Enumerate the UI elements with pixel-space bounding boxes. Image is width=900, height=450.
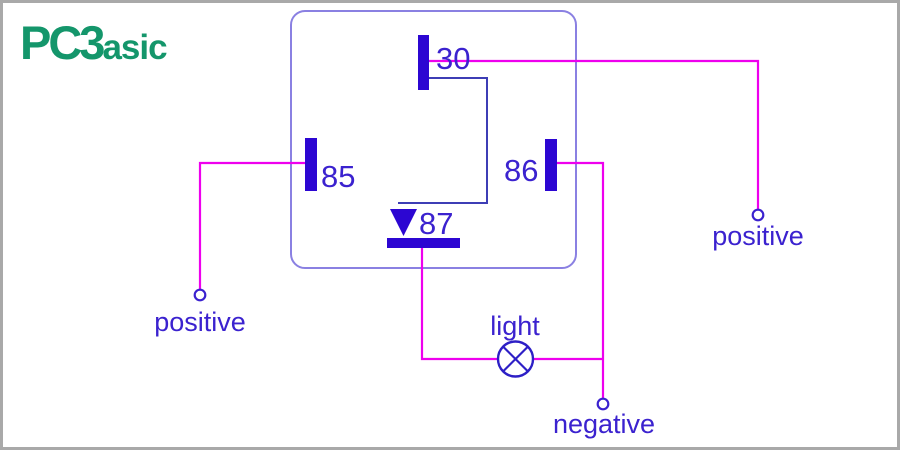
switch-arm-line — [398, 77, 488, 204]
pin-87-label: 87 — [419, 206, 453, 241]
pin-85-bar — [305, 138, 317, 191]
terminal-positive-right — [751, 208, 765, 222]
wire-pin85-to-positive — [198, 161, 305, 289]
pin-30-label: 30 — [436, 41, 470, 76]
pcbasic-logo: PC3asic — [20, 16, 168, 69]
logo-text-secondary: asic — [102, 28, 167, 67]
pin-86-label: 86 — [504, 153, 538, 188]
label-positive-right: positive — [712, 221, 804, 251]
wire-pin86-to-negative — [557, 161, 605, 399]
light-bulb-icon — [496, 340, 535, 378]
relay-body-outline — [290, 10, 577, 269]
label-positive-left: positive — [154, 307, 246, 337]
wire-pin87-to-light — [420, 248, 498, 361]
pin-85-label: 85 — [321, 159, 355, 194]
pin-87-bar — [387, 238, 460, 248]
terminal-positive-left — [193, 288, 207, 302]
bulb-cross-line-2 — [502, 345, 529, 373]
wire-pin30-to-positive — [429, 59, 760, 210]
pin-86-bar — [545, 139, 557, 191]
terminal-negative — [596, 397, 610, 411]
pin-30-bar — [418, 35, 429, 90]
diagram-canvas: 30 85 86 87 positive positive negative l… — [154, 10, 804, 439]
label-light: light — [490, 311, 540, 341]
label-negative: negative — [553, 409, 655, 439]
logo-text-primary: PC3 — [20, 16, 105, 69]
pin-87-arrow-icon — [390, 209, 417, 236]
